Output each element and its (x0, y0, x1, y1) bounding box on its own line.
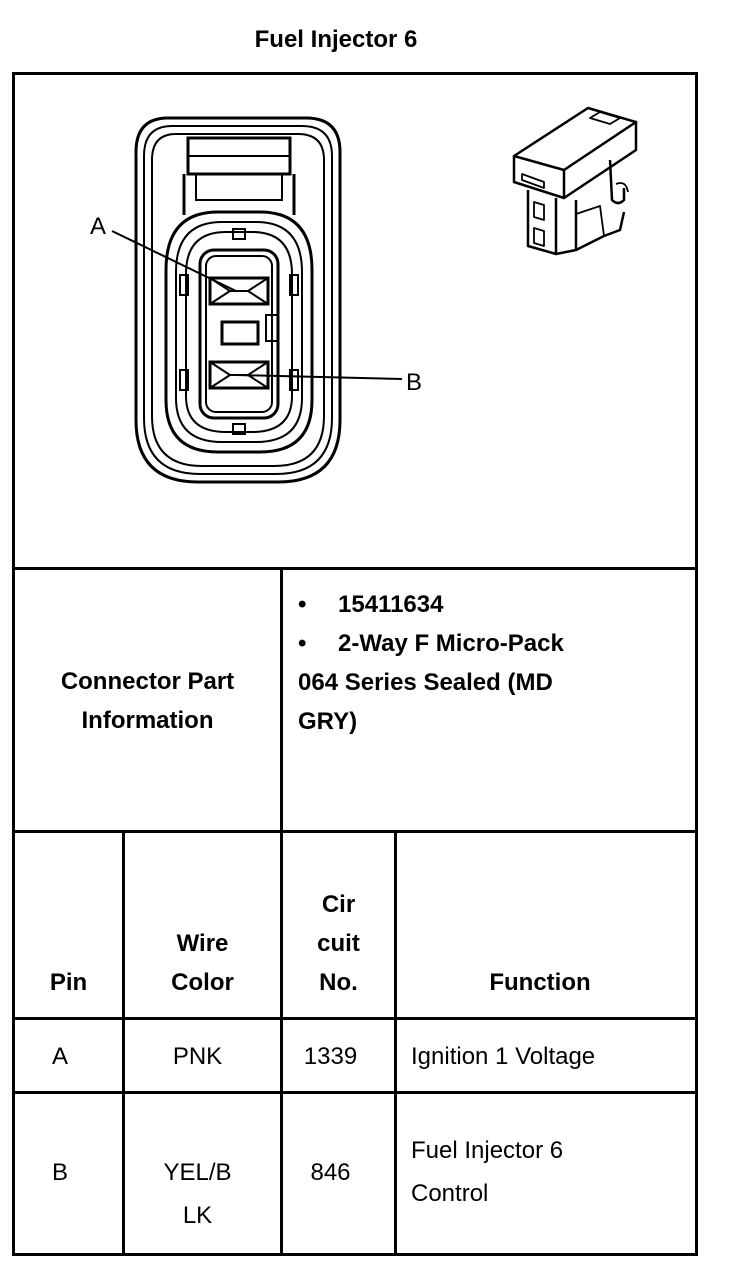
connector-part-info-value: • 15411634 • 2-Way F Micro-Pack 064 Seri… (298, 585, 693, 741)
row-b-circuit: 846 (310, 1159, 351, 1186)
header-function: Function (397, 963, 683, 1002)
connector-label-line1: Connector Part (60, 668, 235, 695)
header-function-label: Function (489, 969, 591, 996)
divider-row-a-bottom (12, 1091, 698, 1094)
connector-description: 2-Way F Micro-Pack (338, 630, 564, 657)
row-b-wire-line2: LK (182, 1202, 213, 1229)
part-number-item: • 15411634 (298, 585, 693, 624)
divider-col-main (280, 568, 283, 1256)
row-a-pin: A (51, 1043, 68, 1070)
row-b-pin: B (51, 1159, 68, 1186)
header-wire-line2: Color (171, 969, 234, 996)
row-b-wire-color: YEL/B LK (125, 1151, 270, 1237)
connector-isometric-view (512, 106, 638, 256)
connector-label-line2: Information (81, 707, 214, 734)
connector-description-item: • 2-Way F Micro-Pack (298, 624, 693, 663)
divider-diagram-bottom (12, 567, 698, 570)
header-circuit-no: Cir cuit No. (283, 885, 394, 1002)
pin-b-callout: B (406, 369, 422, 396)
row-a-circuit: 1339 (303, 1043, 358, 1070)
connector-description-cont2: GRY) (298, 708, 358, 735)
connector-table-frame (12, 72, 698, 1256)
row-a-function: Ignition 1 Voltage (411, 1043, 596, 1070)
connector-part-info-label: Connector Part Information (15, 662, 280, 740)
divider-header-bottom (12, 1017, 698, 1020)
bullet-icon: • (298, 630, 307, 657)
header-wire-color: Wire Color (125, 924, 280, 1002)
row-b-function-line2: Control (411, 1180, 489, 1207)
bullet-icon: • (298, 591, 307, 618)
header-pin-label: Pin (49, 969, 88, 996)
row-b-wire-line1: YEL/B (163, 1159, 232, 1186)
divider-part-info-bottom (12, 830, 698, 833)
header-circuit-line2: cuit (317, 930, 360, 957)
header-wire-line1: Wire (176, 930, 229, 957)
header-circuit-line3: No. (319, 969, 358, 996)
pin-a-callout: A (90, 213, 106, 240)
row-b-function: Fuel Injector 6 Control (411, 1129, 691, 1215)
connector-face-view (111, 116, 403, 484)
connector-description-cont1: 064 Series Sealed (MD (298, 669, 553, 696)
page-title: Fuel Injector 6 (254, 26, 418, 53)
part-number: 15411634 (338, 591, 444, 618)
row-a-wire-color: PNK (172, 1043, 223, 1070)
divider-col-pin (122, 831, 125, 1256)
divider-col-circuit (394, 831, 397, 1256)
connector-face-diagram: A B (90, 106, 638, 484)
header-circuit-line1: Cir (321, 891, 356, 918)
row-b-function-line1: Fuel Injector 6 (411, 1137, 564, 1164)
